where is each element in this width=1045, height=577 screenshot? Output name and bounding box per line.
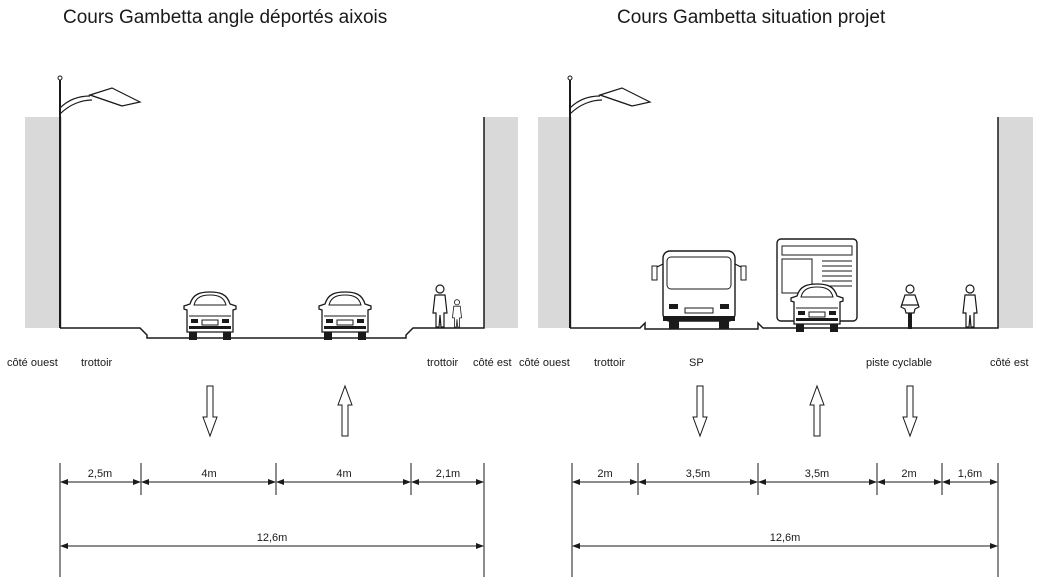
- dimension-label: 3,5m: [805, 468, 829, 480]
- bus-front-icon: [651, 250, 747, 330]
- car-icon: [183, 291, 237, 341]
- label-east-side: côté est: [473, 357, 512, 369]
- pedestrian-icon: [432, 284, 448, 328]
- dimension-label: 3,5m: [686, 468, 710, 480]
- dimension-label: 2,5m: [88, 468, 112, 480]
- dimension-label: 4m: [336, 468, 351, 480]
- label-east-sidewalk: trottoir: [427, 357, 459, 369]
- label-bus-lane: SP: [689, 357, 704, 369]
- pedestrian-icon: [962, 284, 978, 328]
- bike-direction-down-icon: [902, 385, 918, 438]
- total-width-label: 12,6m: [770, 532, 801, 544]
- road-profile: [570, 117, 999, 330]
- dimension-label: 1,6m: [958, 468, 982, 480]
- label-west-sidewalk: trottoir: [594, 357, 626, 369]
- label-west-side: côté ouest: [519, 357, 570, 369]
- section-project: côté ouest trottoir SP piste cyclable cô…: [519, 75, 1033, 577]
- road-profile: [60, 117, 485, 339]
- building-east: [998, 117, 1033, 328]
- label-west-sidewalk: trottoir: [81, 357, 113, 369]
- street-lamp-icon: [57, 75, 141, 329]
- building-west: [25, 117, 62, 328]
- section-current: côté ouest trottoir trottoir côté est 2,…: [7, 75, 518, 577]
- dimension-label: 2m: [597, 468, 612, 480]
- title-project-situation: Cours Gambetta situation projet: [617, 7, 886, 28]
- car-icon: [318, 291, 372, 341]
- title-current-situation: Cours Gambetta angle déportés aixois: [63, 7, 388, 28]
- label-bike-lane: piste cyclable: [866, 357, 932, 369]
- traffic-direction-down-icon: [202, 385, 218, 438]
- traffic-direction-up-icon: [337, 384, 353, 437]
- bus-rear-icon: [777, 239, 857, 332]
- cyclist-icon: [900, 284, 920, 330]
- dimension-label: 4m: [201, 468, 216, 480]
- traffic-direction-down-icon: [692, 385, 708, 438]
- traffic-direction-up-icon: [809, 384, 825, 437]
- dimension-ticks: [571, 463, 999, 577]
- street-lamp-icon: [567, 75, 651, 329]
- dimension-label: 2m: [901, 468, 916, 480]
- dimension-lines: [60, 479, 484, 549]
- building-west: [538, 117, 572, 328]
- total-width-label: 12,6m: [257, 532, 288, 544]
- child-icon: [452, 299, 462, 328]
- dimension-label: 2,1m: [436, 468, 460, 480]
- dimension-ticks: [59, 463, 485, 577]
- building-east: [484, 117, 518, 328]
- dimension-lines: [572, 479, 998, 549]
- label-west-side: côté ouest: [7, 357, 58, 369]
- label-east-side: côté est: [990, 357, 1029, 369]
